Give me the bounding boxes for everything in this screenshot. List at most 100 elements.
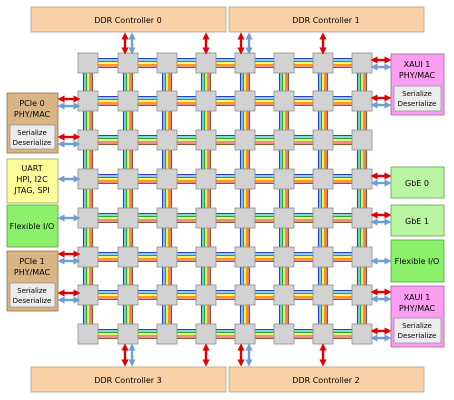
processor-tile (234, 246, 256, 268)
processor-tile (312, 323, 334, 345)
xaui-1-top-label: XAUI 1 (404, 60, 431, 69)
processor-tile (77, 168, 99, 190)
xaui-1-bottom-label: XAUI 1 (404, 293, 431, 302)
pcie-1-serdes (9, 282, 56, 308)
processor-tile (195, 323, 217, 345)
pcie-0-deserialize: Deserialize (13, 139, 52, 147)
processor-tile (351, 284, 373, 306)
processor-tile (117, 129, 139, 151)
ddr-controller-3-label: DDR Controller 3 (94, 376, 161, 385)
pcie-1-block: PCIe 1 PHY/MAC Serialize Deserialize (6, 250, 59, 312)
processor-tile (234, 323, 256, 345)
processor-tile (195, 246, 217, 268)
pcie-1-label: PCIe 1 (19, 257, 44, 266)
ddr-controller-0-label: DDR Controller 0 (94, 16, 161, 25)
pcie-0-label: PCIe 0 (19, 99, 44, 108)
processor-tile (351, 323, 373, 345)
processor-tile (156, 52, 178, 74)
processor-tile (195, 129, 217, 151)
processor-tile (195, 90, 217, 112)
gbe-0-block: GbE 0 (390, 166, 445, 199)
ddr-controller-1-label: DDR Controller 1 (292, 16, 359, 25)
processor-tile (273, 207, 295, 229)
processor-tile (195, 52, 217, 74)
processor-tile (77, 52, 99, 74)
ddr-controller-0: DDR Controller 0 (30, 6, 227, 33)
flexible-io-left-label: Flexible I/O (10, 222, 55, 231)
processor-tile (234, 52, 256, 74)
pcie-0-block: PCIe 0 PHY/MAC Serialize Deserialize (6, 92, 59, 154)
processor-tile (117, 52, 139, 74)
xaui-1-top-block: XAUI 1 PHY/MAC Serialize Deserialize (390, 53, 445, 116)
processor-tile (273, 168, 295, 190)
flexible-io-left: Flexible I/O (6, 204, 59, 248)
processor-tile (156, 90, 178, 112)
uart-hpi-label: HPI, I2C (16, 175, 48, 184)
processor-tile (273, 52, 295, 74)
processor-tile (351, 246, 373, 268)
processor-tile (156, 246, 178, 268)
processor-tile (273, 246, 295, 268)
uart-block: UART HPI, I2C JTAG, SPI (6, 158, 59, 204)
flexible-io-right: Flexible I/O (390, 239, 445, 283)
pcie-0-phy-label: PHY/MAC (14, 110, 51, 119)
processor-tile (77, 284, 99, 306)
processor-tile (312, 246, 334, 268)
xaui-1-bottom-phy-label: PHY/MAC (399, 304, 436, 313)
ddr-controller-3: DDR Controller 3 (30, 366, 227, 393)
gbe-0-label: GbE 0 (405, 179, 429, 188)
processor-tile (117, 284, 139, 306)
processor-tile (312, 52, 334, 74)
processor-tile (273, 323, 295, 345)
processor-tile (77, 129, 99, 151)
flexible-io-right-label: Flexible I/O (395, 257, 440, 266)
processor-tile (117, 90, 139, 112)
processor-tile (351, 52, 373, 74)
processor-tile (117, 323, 139, 345)
uart-jtag-label: JTAG, SPI (13, 186, 50, 195)
processor-tile (234, 207, 256, 229)
gbe-1-block: GbE 1 (390, 204, 445, 237)
processor-tile (77, 246, 99, 268)
xaui-1-bottom-deserialize: Deserialize (398, 332, 437, 340)
processor-tile (156, 168, 178, 190)
gbe-1-label: GbE 1 (405, 217, 429, 226)
processor-tile (156, 284, 178, 306)
processor-tile (351, 129, 373, 151)
processor-tile (234, 168, 256, 190)
processor-tile (156, 129, 178, 151)
pcie-0-serialize: Serialize (17, 129, 47, 137)
processor-tile (77, 323, 99, 345)
processor-tile (77, 90, 99, 112)
processor-tile (312, 207, 334, 229)
xaui-1-bottom-serdes (393, 317, 442, 344)
processor-tile (156, 323, 178, 345)
xaui-1-bottom-serialize: Serialize (402, 322, 432, 330)
ddr-controller-2: DDR Controller 2 (228, 366, 425, 393)
processor-tile (77, 207, 99, 229)
processor-tile (312, 168, 334, 190)
processor-tile (273, 284, 295, 306)
xaui-1-top-phy-label: PHY/MAC (399, 71, 436, 80)
processor-tile (273, 129, 295, 151)
io-arrows (57, 32, 392, 367)
processor-tile (312, 90, 334, 112)
processor-tile (234, 129, 256, 151)
processor-tile (156, 207, 178, 229)
processor-tile (117, 246, 139, 268)
xaui-1-top-serialize: Serialize (402, 90, 432, 98)
xaui-1-top-serdes (393, 85, 442, 112)
processor-tile (351, 168, 373, 190)
pcie-1-deserialize: Deserialize (13, 297, 52, 305)
xaui-1-bottom-block: XAUI 1 PHY/MAC Serialize Deserialize (390, 285, 445, 348)
processor-tile (234, 90, 256, 112)
processor-tile (195, 168, 217, 190)
processor-tile (351, 207, 373, 229)
processor-tile (312, 284, 334, 306)
ddr-controller-1: DDR Controller 1 (228, 6, 425, 33)
processor-tile (117, 168, 139, 190)
processor-tile (117, 207, 139, 229)
processor-tile (195, 207, 217, 229)
pcie-1-phy-label: PHY/MAC (14, 268, 51, 277)
